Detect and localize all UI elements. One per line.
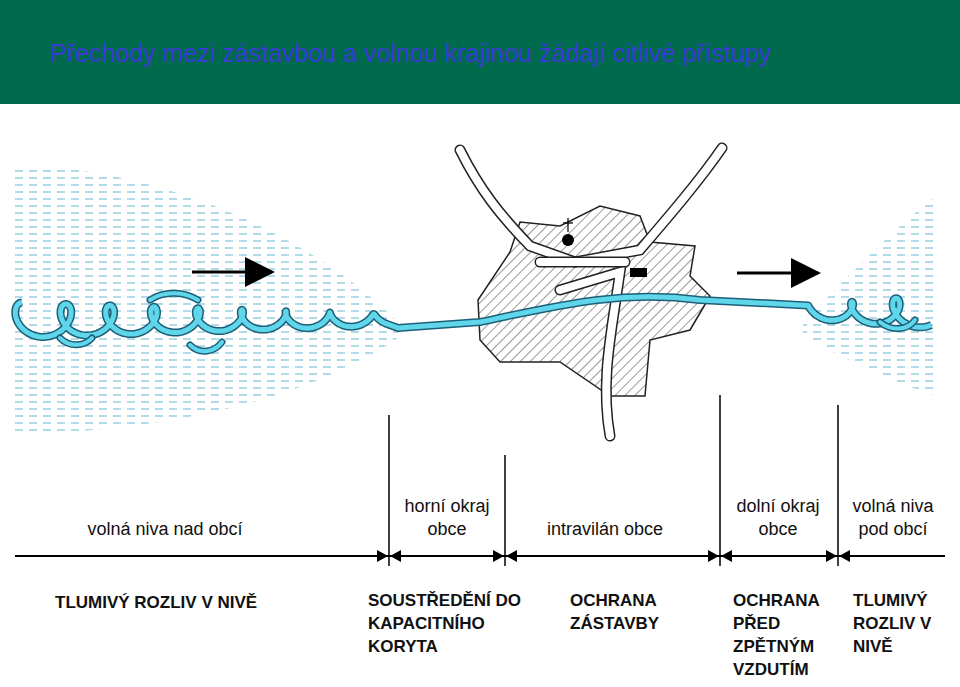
axis-label: intravilán obce [505,518,705,541]
axis-arrowhead [708,550,719,562]
principle-label: OCHRANA PŘED ZPĚTNÝM VZDUTÍM [733,589,841,681]
river [15,297,931,337]
oxbow [190,342,222,351]
oxbow [880,320,915,329]
oxbow [150,293,198,300]
oxbow [150,293,198,300]
oxbow [60,338,92,345]
axis-arrowhead [493,550,504,562]
river [15,297,931,337]
oxbow [880,320,915,329]
principle-label: SOUSTŘEDĚNÍ DO KAPACITNÍHO KORYTA [368,589,546,658]
axis-arrowhead [377,550,388,562]
slide-title: Přechody mezi zástavbou a volnou krajino… [50,38,771,68]
principle-label: OCHRANA ZÁSTAVBY [570,589,695,635]
axis-label: volná niva pod obcí [841,495,945,541]
principle-label: TLUMIVÝ ROZLIV V NIVĚ [55,591,355,614]
axis-label: dolní okraj obce [722,495,834,541]
oxbow [190,342,222,351]
axis-arrowhead [721,550,732,562]
oxbow [60,338,92,345]
axis-label: volná niva nad obcí [35,518,295,541]
axis-arrowhead [390,550,401,562]
axis-arrowhead [826,550,837,562]
axis-arrowhead [839,550,850,562]
axis-label: horní okraj obce [391,495,503,541]
axis-arrowhead [506,550,517,562]
principle-label: TLUMIVÝ ROZLIV V NIVĚ [853,589,948,658]
